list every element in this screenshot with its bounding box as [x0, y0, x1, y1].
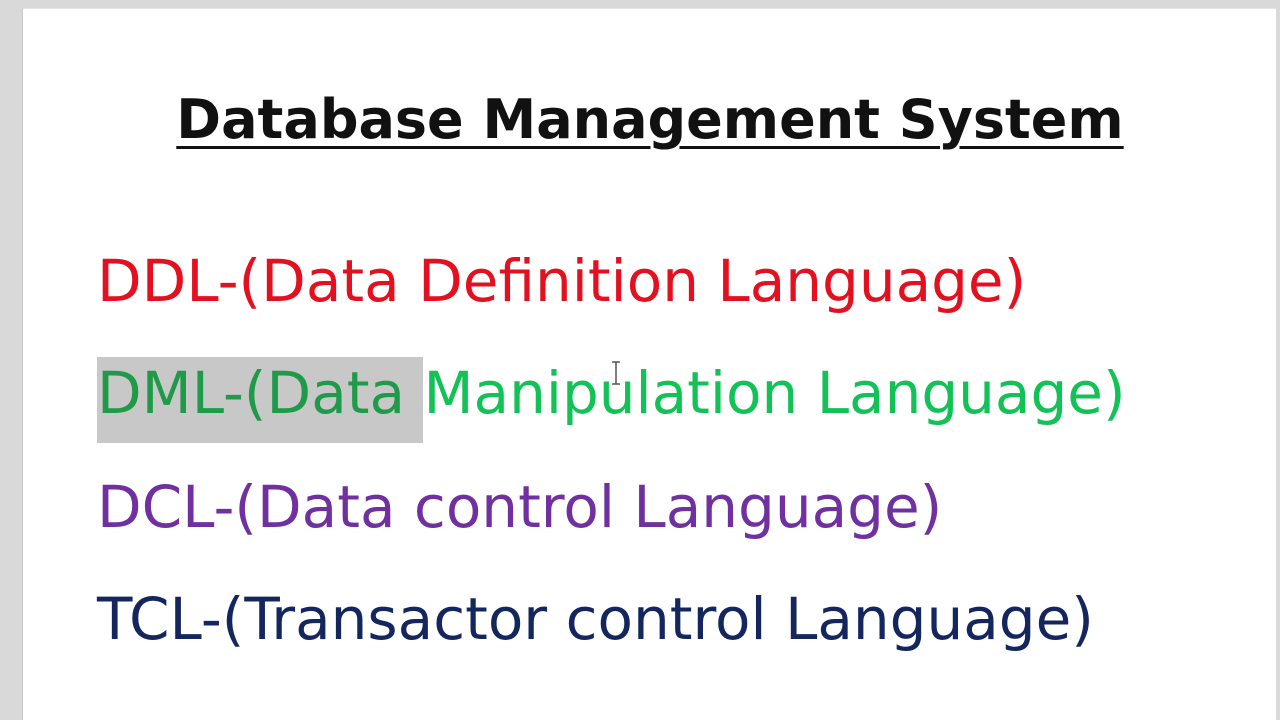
- ddl-line: DDL-(Data Definition Language): [97, 241, 1026, 321]
- tcl-line: TCL-(Transactor control Language): [97, 579, 1094, 659]
- dml-highlighted-text: DML-(Data: [97, 357, 424, 443]
- dml-text: Manipulation Language): [423, 359, 1126, 427]
- slide-title: Database Management System: [23, 85, 1277, 155]
- slide-canvas: Database Management System DDL-(Data Def…: [22, 8, 1276, 720]
- text-cursor-icon: [612, 361, 620, 385]
- dml-line: DML-(Data Manipulation Language): [97, 353, 1126, 443]
- ddl-text: DDL-(Data Definition Language): [97, 247, 1027, 315]
- tcl-text: TCL-(Transactor control Language): [97, 585, 1094, 653]
- dcl-text: DCL-(Data control Language): [97, 473, 943, 541]
- slide-title-text: Database Management System: [176, 88, 1124, 151]
- dcl-line: DCL-(Data control Language): [97, 467, 942, 547]
